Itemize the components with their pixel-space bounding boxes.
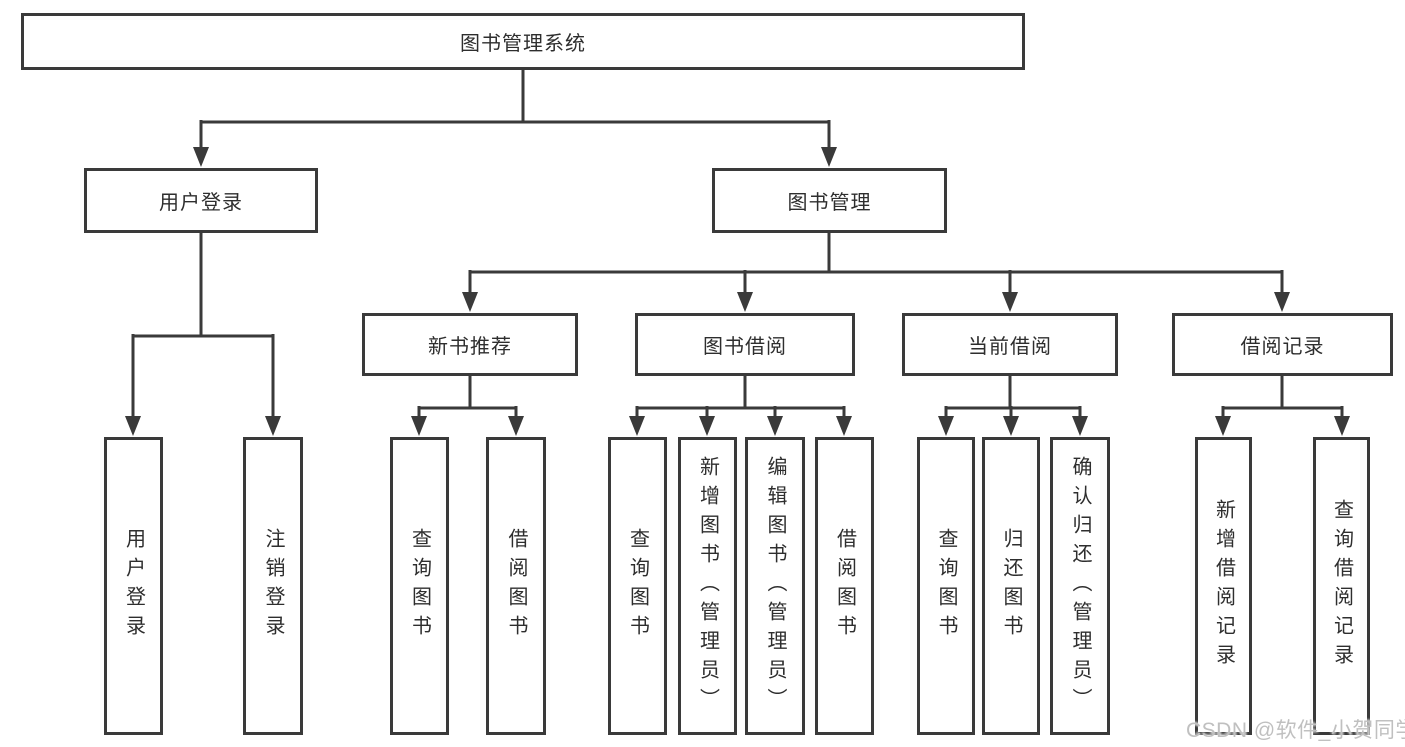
leaf-return-book: 归还图书 [982, 437, 1040, 735]
node-book-management-branch: 图书管理 [712, 168, 947, 233]
node-label: 用户登录 [159, 192, 243, 214]
leaf-borrow-books-recommend: 借阅图书 [486, 437, 546, 735]
node-user-login-branch: 用户登录 [84, 168, 318, 233]
leaf-add-book-admin: 新增图书（管理员） [678, 437, 737, 735]
node-label: 借阅图书 [833, 528, 856, 644]
leaf-edit-book-admin: 编辑图书（管理员） [745, 437, 805, 735]
node-label: 图书借阅 [703, 336, 787, 358]
node-label: 注销登录 [262, 528, 284, 644]
node-label: 借阅图书 [505, 528, 527, 644]
leaf-query-books-borrow: 查询图书 [608, 437, 667, 735]
leaf-query-books-recommend: 查询图书 [390, 437, 449, 735]
node-label: 图书管理系统 [460, 33, 586, 55]
node-label: 确认归还（管理员） [1069, 455, 1091, 717]
leaf-add-borrow-record: 新增借阅记录 [1195, 437, 1252, 735]
node-label: 查询图书 [408, 528, 431, 644]
arrowheads [125, 147, 1350, 436]
node-label: 用户登录 [122, 528, 145, 644]
node-book-borrow: 图书借阅 [635, 313, 855, 376]
node-label: 查询借阅记录 [1330, 499, 1353, 673]
node-label: 图书管理 [787, 192, 872, 214]
node-label: 查询图书 [626, 528, 649, 644]
node-library-system: 图书管理系统 [21, 13, 1025, 70]
leaf-user-login: 用户登录 [104, 437, 163, 735]
node-borrow-records: 借阅记录 [1172, 313, 1393, 376]
node-label: 新书推荐 [428, 336, 512, 358]
node-new-book-recommend: 新书推荐 [362, 313, 578, 376]
leaf-query-books-current: 查询图书 [917, 437, 975, 735]
leaf-borrow-books: 借阅图书 [815, 437, 874, 735]
node-label: 新增借阅记录 [1212, 499, 1235, 673]
leaf-query-borrow-record: 查询借阅记录 [1313, 437, 1370, 735]
node-label: 查询图书 [935, 528, 957, 644]
node-current-borrow: 当前借阅 [902, 313, 1118, 376]
node-label: 新增图书（管理员） [696, 455, 719, 717]
node-label: 归还图书 [1000, 528, 1022, 644]
node-label: 借阅记录 [1240, 336, 1325, 358]
csdn-watermark: CSDN @软件_小贺同学 [1186, 719, 1405, 742]
leaf-logout: 注销登录 [243, 437, 303, 735]
node-label: 当前借阅 [968, 336, 1052, 358]
node-label: 编辑图书（管理员） [764, 455, 786, 717]
leaf-confirm-return-admin: 确认归还（管理员） [1050, 437, 1110, 735]
